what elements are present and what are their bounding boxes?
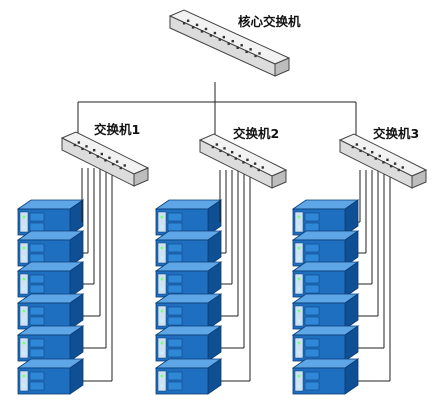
switch-1-label: 交换机1 xyxy=(94,122,141,137)
server-links-2 xyxy=(219,170,251,382)
switch-2-icon xyxy=(198,133,288,189)
server-links-3 xyxy=(358,170,391,382)
rack-server-icon xyxy=(154,293,223,330)
server-stack-1 xyxy=(16,199,85,395)
core-switch-label: 核心交换机 xyxy=(238,14,301,29)
switch-2-label: 交换机2 xyxy=(233,126,280,141)
server-stack-3 xyxy=(291,199,360,395)
rack-server-icon xyxy=(154,358,223,395)
rack-server-icon xyxy=(16,230,85,267)
access-group-1 xyxy=(16,168,113,395)
rack-server-icon xyxy=(154,199,223,236)
rack-server-icon xyxy=(154,261,223,298)
rack-server-icon xyxy=(16,325,85,362)
rack-server-icon xyxy=(16,199,85,236)
switch-3-label: 交换机3 xyxy=(373,126,420,141)
rack-server-icon xyxy=(154,230,223,267)
rack-server-icon xyxy=(291,293,360,330)
rack-server-icon xyxy=(16,261,85,298)
rack-server-icon xyxy=(291,325,360,362)
core-switch-icon xyxy=(168,9,291,77)
switch-3-icon xyxy=(338,133,428,189)
rack-server-icon xyxy=(291,358,360,395)
rack-server-icon xyxy=(16,358,85,395)
rack-server-icon xyxy=(291,261,360,298)
access-group-2 xyxy=(154,170,251,395)
server-links-1 xyxy=(81,168,113,382)
rack-server-icon xyxy=(154,325,223,362)
switch-1-icon xyxy=(60,131,150,187)
rack-server-icon xyxy=(291,199,360,236)
rack-server-icon xyxy=(291,230,360,267)
server-stack-2 xyxy=(154,199,223,395)
rack-server-icon xyxy=(16,293,85,330)
access-group-3 xyxy=(291,170,391,395)
